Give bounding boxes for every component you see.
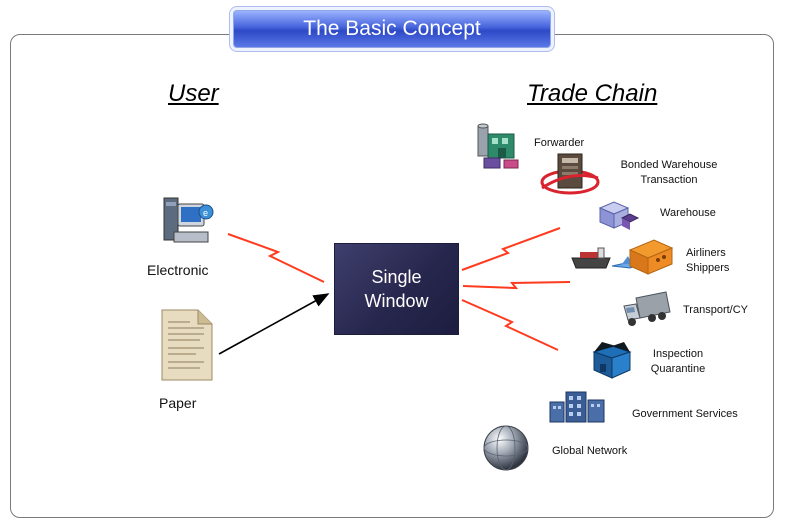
government-services-label: Government Services <box>632 408 738 420</box>
paper-label: Paper <box>159 395 197 411</box>
bonded-warehouse-label: Bonded Warehouse Transaction <box>606 158 732 188</box>
globe-icon <box>482 424 530 472</box>
svg-text:e: e <box>203 208 208 218</box>
transport-cy-label: Transport/CY <box>683 304 749 316</box>
inspection-line1: Inspection <box>652 348 704 360</box>
government-buildings-icon <box>546 388 610 428</box>
single-window-line1: Single <box>371 267 422 287</box>
factory-icon <box>474 120 526 174</box>
warehouse-link <box>461 227 561 271</box>
document-icon <box>160 308 214 382</box>
airliners-line2: Shippers <box>686 262 730 274</box>
trade-chain-heading: Trade Chain <box>527 80 658 107</box>
inspection-line2: Quarantine <box>650 363 706 375</box>
inspection-quarantine-label: Inspection Quarantine <box>638 347 718 377</box>
forwarder-label: Forwarder <box>534 137 585 149</box>
diagram-title: The Basic Concept <box>233 10 551 48</box>
single-window-box: Single Window <box>334 243 459 335</box>
user-heading: User <box>168 80 219 107</box>
inspection-box-icon <box>588 338 636 380</box>
paper-link <box>218 293 330 355</box>
electronic-label: Electronic <box>147 262 209 278</box>
inspection-link <box>461 299 559 351</box>
airliners-line1: Airliners <box>686 247 726 259</box>
transport-link <box>462 281 571 290</box>
truck-icon <box>622 290 672 330</box>
bonded-line1: Bonded Warehouse <box>620 159 718 171</box>
ship-plane-container-icon <box>570 236 680 282</box>
warehouse-boxes-icon <box>596 196 642 232</box>
warehouse-label: Warehouse <box>660 207 716 219</box>
server-tower-icon <box>540 150 602 200</box>
bonded-line2: Transaction <box>640 174 698 186</box>
computer-icon: e <box>160 194 220 250</box>
global-network-label: Global Network <box>552 445 628 457</box>
single-window-line2: Window <box>364 291 429 311</box>
electronic-link <box>227 233 325 283</box>
airliners-shippers-label: Airliners Shippers <box>686 246 729 276</box>
